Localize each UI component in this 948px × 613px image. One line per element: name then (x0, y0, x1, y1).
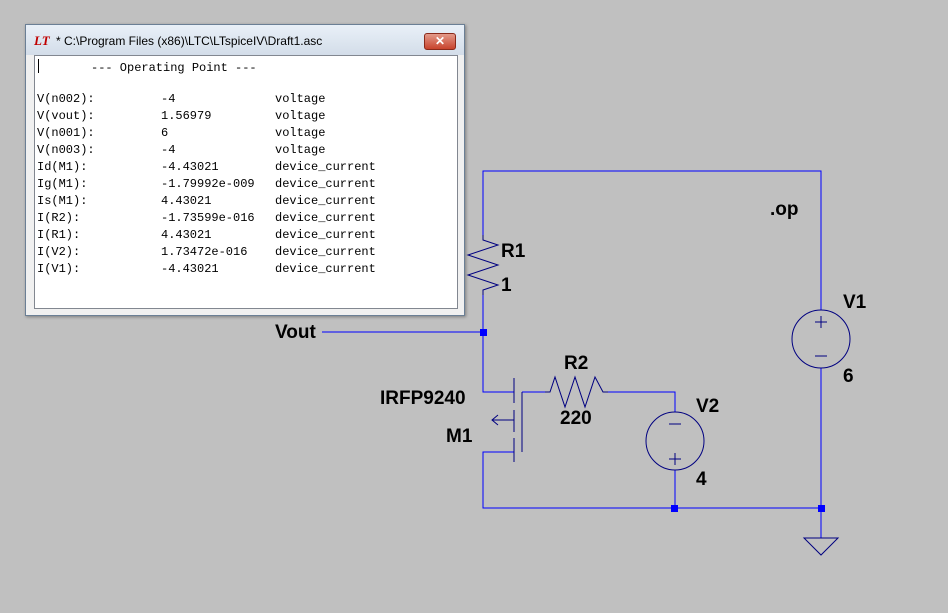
junction-dot-vout (480, 329, 487, 336)
op-row-type: voltage (275, 126, 326, 140)
op-row-value: -4.43021 (161, 160, 219, 174)
op-row-value: -4.43021 (161, 262, 219, 276)
ground-symbol[interactable] (802, 537, 840, 556)
op-row-value: 6 (161, 126, 169, 140)
text-cursor (38, 59, 39, 73)
op-row-type: device_current (275, 262, 376, 276)
op-row: V(n003): -4 voltage (37, 142, 437, 159)
junction-dot-v2-ground (671, 505, 678, 512)
r2-resistor[interactable] (545, 375, 608, 409)
op-row-name: Is(M1): (37, 194, 88, 208)
m1-mosfet[interactable] (491, 378, 523, 462)
op-row: I(V2): 1.73472e-016 device_current (37, 244, 437, 261)
op-row-name: I(V1): (37, 262, 81, 276)
v1-value-label[interactable]: 6 (843, 366, 854, 387)
ltspice-app-icon: LT (34, 33, 50, 48)
r1-resistor[interactable] (466, 235, 500, 295)
close-button[interactable]: ✕ (424, 33, 456, 50)
op-row-value: 4.43021 (161, 228, 212, 242)
op-row-name: V(vout): (37, 109, 95, 123)
op-row: I(R2): -1.73599e-016 device_current (37, 210, 437, 227)
op-row-type: device_current (275, 177, 376, 191)
op-row-value: 1.56979 (161, 109, 212, 123)
r1-value-label[interactable]: 1 (501, 275, 512, 296)
window-title-bar[interactable]: LT * C:\Program Files (x86)\LTC\LTspiceI… (26, 25, 464, 55)
op-row-name: V(n002): (37, 92, 95, 106)
op-row: Id(M1): -4.43021 device_current (37, 159, 437, 176)
op-row-value: 4.43021 (161, 194, 212, 208)
m1-model-label[interactable]: IRFP9240 (380, 388, 466, 409)
op-row-value: 1.73472e-016 (161, 245, 248, 259)
r1-name-label[interactable]: R1 (501, 241, 526, 262)
wire-source-to-ground[interactable] (482, 451, 821, 509)
op-row-value: -1.73599e-016 (161, 211, 255, 225)
op-row: Ig(M1): -1.79992e-009 device_current (37, 176, 437, 193)
op-row-name: V(n001): (37, 126, 95, 140)
op-row-type: device_current (275, 160, 376, 174)
v1-name-label[interactable]: V1 (843, 292, 867, 313)
op-row-type: device_current (275, 211, 376, 225)
wire-vout-to-drain[interactable] (482, 332, 514, 393)
v2-name-label[interactable]: V2 (696, 396, 720, 417)
op-row-type: device_current (275, 194, 376, 208)
op-row-value: -4 (161, 92, 176, 106)
junction-dot-v1-ground (818, 505, 825, 512)
v1-voltage-source[interactable] (791, 309, 851, 369)
op-directive[interactable]: .op (770, 199, 799, 220)
op-row: V(vout): 1.56979 voltage (37, 108, 437, 125)
close-icon: ✕ (434, 34, 446, 48)
operating-point-window[interactable]: LT * C:\Program Files (x86)\LTC\LTspiceI… (25, 24, 465, 316)
op-row-value: -4 (161, 143, 176, 157)
v2-value-label[interactable]: 4 (696, 469, 707, 490)
vout-net-label[interactable]: Vout (275, 322, 316, 343)
op-row-name: Ig(M1): (37, 177, 88, 191)
op-row-type: voltage (275, 92, 326, 106)
operating-point-output[interactable]: --- Operating Point --- V(n002): -4 volt… (34, 55, 458, 309)
op-row-name: V(n003): (37, 143, 95, 157)
op-row-name: I(V2): (37, 245, 81, 259)
op-row: V(n001): 6 voltage (37, 125, 437, 142)
wire-r2-to-v2[interactable] (608, 391, 676, 412)
m1-name-label[interactable]: M1 (446, 426, 473, 447)
op-row-name: Id(M1): (37, 160, 88, 174)
r2-name-label[interactable]: R2 (564, 353, 589, 374)
op-row: I(V1): -4.43021 device_current (37, 261, 437, 278)
window-title: * C:\Program Files (x86)\LTC\LTspiceIV\D… (56, 34, 323, 48)
v2-voltage-source[interactable] (645, 411, 705, 471)
wire-top-loop[interactable] (482, 170, 822, 310)
op-row-value: -1.79992e-009 (161, 177, 255, 191)
r2-value-label[interactable]: 220 (560, 408, 592, 429)
op-row: I(R1): 4.43021 device_current (37, 227, 437, 244)
op-row: V(n002): -4 voltage (37, 91, 437, 108)
operating-point-heading: --- Operating Point --- (91, 61, 257, 75)
op-row: Is(M1): 4.43021 device_current (37, 193, 437, 210)
op-row-type: device_current (275, 228, 376, 242)
op-row-type: voltage (275, 109, 326, 123)
op-row-type: device_current (275, 245, 376, 259)
op-row-name: I(R2): (37, 211, 81, 225)
op-row-type: voltage (275, 143, 326, 157)
op-row-name: I(R1): (37, 228, 81, 242)
